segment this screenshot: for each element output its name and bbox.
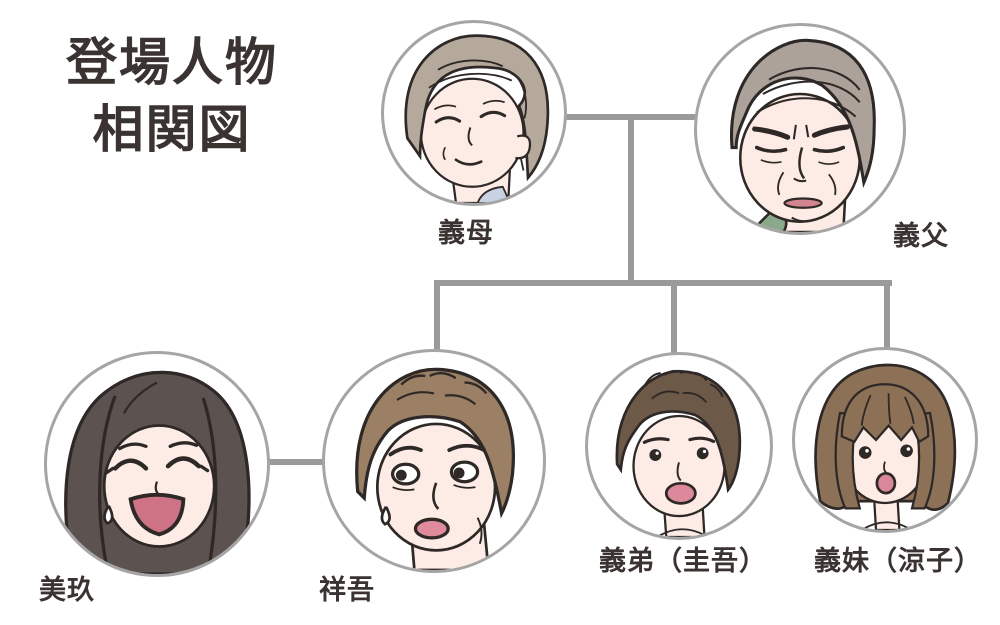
label-father-in-law: 義父 <box>893 221 949 252</box>
label-keigo: 義弟（圭吾） <box>599 546 767 577</box>
connector-parents-couple <box>560 114 700 120</box>
shogo-portrait <box>355 367 515 570</box>
father-in-law-portrait <box>730 38 876 232</box>
connector-drop-shogo <box>434 284 440 354</box>
diagram-title-line2: 相関図 <box>92 101 252 161</box>
connector-siblings-rail <box>434 280 892 286</box>
node-father-in-law <box>694 23 906 235</box>
label-mother-in-law: 義母 <box>438 218 494 249</box>
label-shogo: 祥吾 <box>319 575 375 606</box>
connector-drop-ryoko <box>884 284 890 352</box>
ryoko-portrait <box>814 363 957 530</box>
label-ryoko: 義妹（涼子） <box>814 546 982 577</box>
label-miku: 美玖 <box>39 575 95 606</box>
node-keigo <box>585 352 773 540</box>
diagram-title-line1: 登場人物 <box>65 34 278 93</box>
connector-drop-keigo <box>671 284 677 358</box>
node-miku <box>44 351 270 577</box>
connector-marriage-miku-shogo <box>264 459 328 465</box>
node-mother-in-law <box>381 20 567 206</box>
diagram-title: 登場人物 相関図 <box>48 30 296 165</box>
node-shogo <box>322 349 546 573</box>
connector-parents-drop <box>628 118 634 284</box>
node-ryoko <box>792 347 978 533</box>
keigo-portrait <box>615 369 742 537</box>
miku-portrait <box>64 370 251 574</box>
mother-in-law-portrait <box>404 34 550 203</box>
